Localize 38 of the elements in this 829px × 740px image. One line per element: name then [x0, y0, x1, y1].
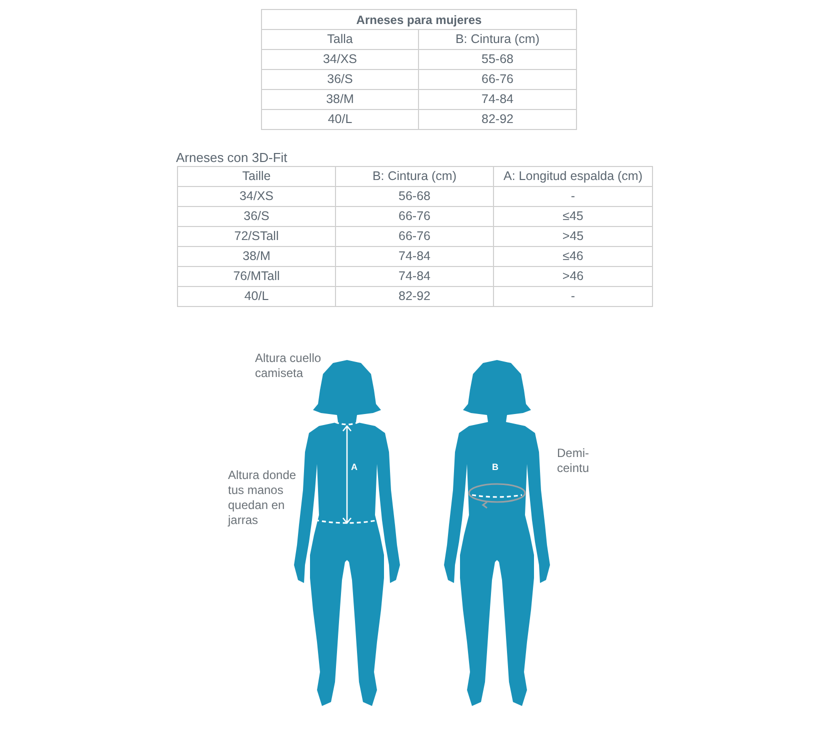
- table-cell: 36/S: [178, 207, 336, 227]
- table-cell: ≤46: [494, 247, 653, 267]
- table-cell: >45: [494, 227, 653, 247]
- table-cell: 82-92: [419, 110, 577, 130]
- table-cell: >46: [494, 267, 653, 287]
- measurement-note: Demi-ceintu: [557, 446, 590, 476]
- measurement-letter: A: [351, 461, 358, 474]
- table-cell: 38/M: [262, 90, 419, 110]
- table-cell: 74-84: [419, 90, 577, 110]
- table-cell: 34/XS: [262, 50, 419, 70]
- measurement-note: Altura donde tus manos quedan en jarras: [228, 468, 298, 528]
- table-cell: 56-68: [336, 187, 494, 207]
- table-cell: 82-92: [336, 287, 494, 307]
- table-cell: 36/S: [262, 70, 419, 90]
- table-cell: B: Cintura (cm): [419, 30, 577, 50]
- table-cell: 74-84: [336, 267, 494, 287]
- table-cell: 34/XS: [178, 187, 336, 207]
- table-cell: 66-76: [419, 70, 577, 90]
- table-cell: 66-76: [336, 227, 494, 247]
- table-cell: 72/STall: [178, 227, 336, 247]
- table-cell: Talla: [262, 30, 419, 50]
- table-cell: 40/L: [178, 287, 336, 307]
- table-cell: 76/MTall: [178, 267, 336, 287]
- table-caption: Arneses con 3D-Fit: [176, 149, 288, 167]
- measurement-note: Altura cuello camiseta: [255, 351, 322, 381]
- table-cell: 38/M: [178, 247, 336, 267]
- table-title: Arneses para mujeres: [261, 9, 577, 29]
- table-cell: 66-76: [336, 207, 494, 227]
- table-cell: -: [494, 187, 653, 207]
- table-cell: Taille: [178, 167, 336, 187]
- table-cell: 55-68: [419, 50, 577, 70]
- table-cell: 74-84: [336, 247, 494, 267]
- table-cell: -: [494, 287, 653, 307]
- table-cell: 40/L: [262, 110, 419, 130]
- table-cell: A: Longitud espalda (cm): [494, 167, 653, 187]
- table-cell: B: Cintura (cm): [336, 167, 494, 187]
- measurement-letter: B: [492, 461, 498, 474]
- table-cell: ≤45: [494, 207, 653, 227]
